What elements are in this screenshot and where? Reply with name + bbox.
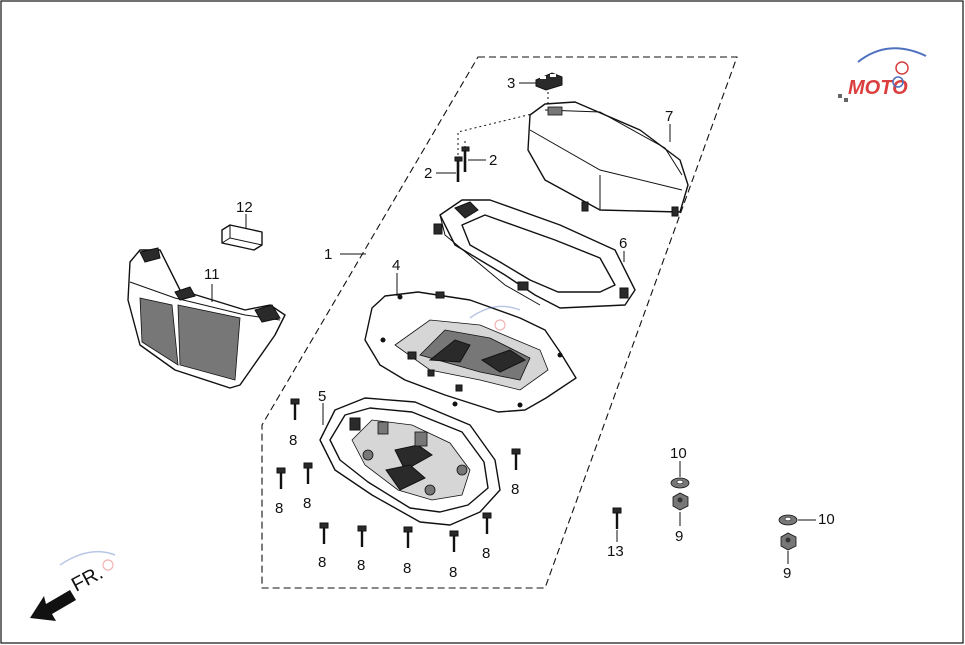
callout-3: 3: [507, 75, 515, 92]
callout-labels: 1 2 2 3 4 5 6 7 8 8 8 8 8 8 8 8 8 9 9 10…: [204, 75, 835, 582]
part-11-front-panel: [127, 247, 286, 389]
watermark-bottom: [59, 550, 116, 571]
callout-8-e: 8: [318, 554, 326, 571]
callout-12: 12: [236, 199, 253, 216]
part-5-lower-case: [319, 397, 501, 526]
callout-2-left: 2: [424, 165, 432, 182]
callout-7: 7: [665, 108, 673, 125]
callout-8-a: 8: [289, 432, 297, 449]
callout-10-b: 10: [818, 511, 835, 528]
gear-icon: [895, 61, 909, 75]
guide-lines: [457, 92, 549, 160]
callout-5: 5: [318, 388, 326, 405]
callout-8-i: 8: [482, 545, 490, 562]
callout-6: 6: [619, 235, 627, 252]
arrow-icon: [30, 590, 76, 621]
callout-8-b: 8: [275, 500, 283, 517]
watermark-logo: MOTO: [838, 47, 927, 102]
assembly-boundary: [261, 56, 738, 589]
callout-8-d: 8: [511, 481, 519, 498]
callout-11: 11: [204, 266, 220, 283]
callout-8-c: 8: [303, 495, 311, 512]
part-4-circuit-board: [364, 291, 577, 413]
callout-4: 4: [392, 257, 400, 274]
watermark-text: MOTO: [848, 77, 908, 99]
part-10-washers: [670, 477, 798, 526]
callout-13: 13: [607, 543, 624, 560]
watermark-center: [469, 305, 521, 331]
callout-8-f: 8: [357, 557, 365, 574]
callout-9-b: 9: [783, 565, 791, 582]
part-8-screws: [276, 398, 521, 552]
part-3-connector: [535, 72, 563, 91]
callout-10-a: 10: [670, 445, 687, 462]
part-12-pad: [221, 224, 263, 251]
callout-1: 1: [324, 246, 332, 263]
part-13-screw: [612, 507, 622, 529]
part-7-meter-cover: [527, 101, 689, 217]
callout-8-g: 8: [403, 560, 411, 577]
leader-lines: [211, 82, 816, 564]
part-2-screws: [454, 146, 470, 182]
callout-8-h: 8: [449, 564, 457, 581]
part-6-meter-frame: [433, 199, 636, 309]
part-9-nuts: [672, 492, 797, 551]
callout-2-right: 2: [489, 152, 497, 169]
callout-9-a: 9: [675, 528, 683, 545]
